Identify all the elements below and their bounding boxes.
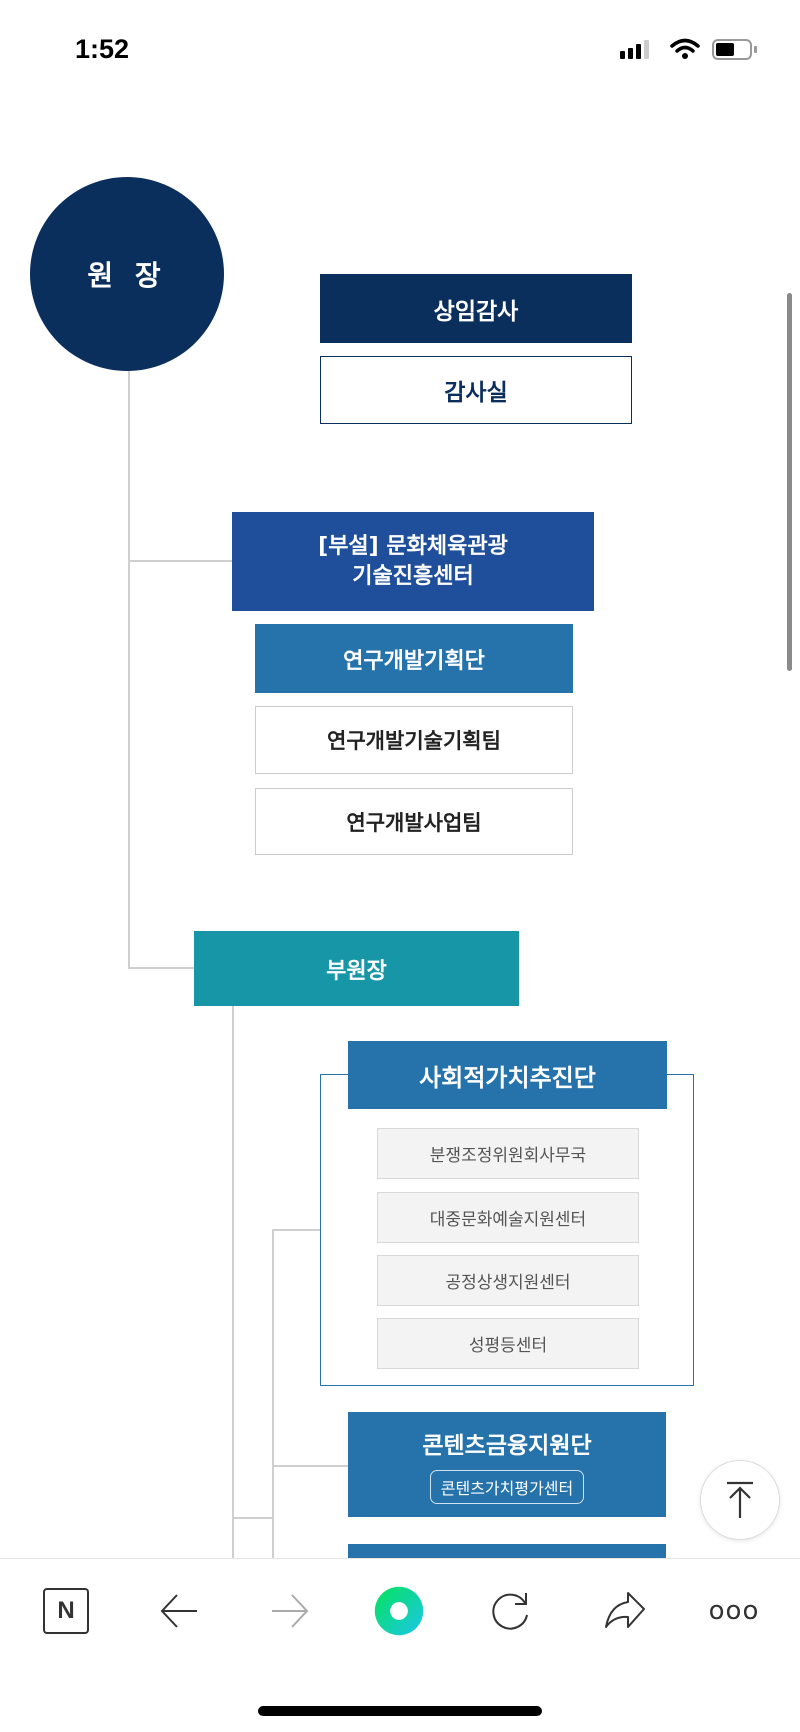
connector-line	[128, 967, 194, 969]
scroll-to-top-button[interactable]	[700, 1460, 780, 1540]
connector-line	[128, 340, 130, 969]
share-button[interactable]	[599, 1586, 649, 1636]
naver-home-button[interactable]: N	[41, 1586, 91, 1636]
social-value-unit[interactable]: 대중문화예술지원센터	[377, 1192, 639, 1243]
auditor-node[interactable]: 상임감사	[320, 274, 632, 343]
rnd-planning-group-node[interactable]: 연구개발기획단	[255, 624, 573, 693]
forward-button[interactable]	[265, 1586, 315, 1636]
connector-line	[272, 1229, 274, 1569]
wifi-icon	[670, 38, 700, 59]
affiliated-center-node[interactable]: [부설] 문화체육관광 기술진흥센터	[232, 512, 594, 611]
arrow-up-bar-icon	[727, 1481, 753, 1518]
green-dot-button[interactable]	[374, 1586, 424, 1636]
rnd-team-node[interactable]: 연구개발기술기획팀	[255, 706, 573, 774]
social-value-unit[interactable]: 성평등센터	[377, 1318, 639, 1369]
president-node[interactable]: 원 장	[30, 177, 224, 371]
green-window-icon	[374, 1586, 424, 1636]
arrow-right-icon	[272, 1594, 309, 1628]
refresh-button[interactable]	[486, 1586, 536, 1636]
connector-line	[232, 1517, 273, 1519]
audit-office-node[interactable]: 감사실	[320, 356, 632, 424]
connector-line	[128, 560, 232, 562]
arrow-left-icon	[160, 1594, 197, 1628]
content-finance-group-node[interactable]: 콘텐츠금융지원단 콘텐츠가치평가센터	[348, 1412, 666, 1517]
home-indicator	[258, 1706, 542, 1716]
rnd-team-node[interactable]: 연구개발사업팀	[255, 788, 573, 855]
signal-icon	[620, 40, 649, 59]
social-value-unit[interactable]: 공정상생지원센터	[377, 1255, 639, 1306]
social-value-group-node[interactable]: 사회적가치추진단	[348, 1041, 667, 1109]
back-button[interactable]	[154, 1586, 204, 1636]
connector-line	[272, 1229, 320, 1231]
content-finance-group-label: 콘텐츠금융지원단	[422, 1432, 592, 1459]
content-value-center-badge[interactable]: 콘텐츠가치평가센터	[429, 1469, 585, 1504]
connector-line	[232, 1006, 234, 1566]
connector-line	[272, 1465, 348, 1467]
share-arrow-icon	[605, 1592, 645, 1628]
social-value-unit[interactable]: 분쟁조정위원회사무국	[377, 1128, 639, 1179]
status-time: 1:52	[75, 34, 130, 64]
affiliated-center-line1: [부설] 문화체육관광	[318, 533, 508, 559]
scrollbar[interactable]	[787, 293, 792, 671]
refresh-icon	[492, 1593, 528, 1630]
vice-president-node[interactable]: 부원장	[194, 931, 519, 1006]
battery-icon	[712, 39, 752, 60]
naver-logo-icon: N	[43, 1588, 89, 1634]
affiliated-center-line2: 기술진흥센터	[352, 563, 474, 589]
more-button[interactable]: ooo	[708, 1596, 760, 1626]
